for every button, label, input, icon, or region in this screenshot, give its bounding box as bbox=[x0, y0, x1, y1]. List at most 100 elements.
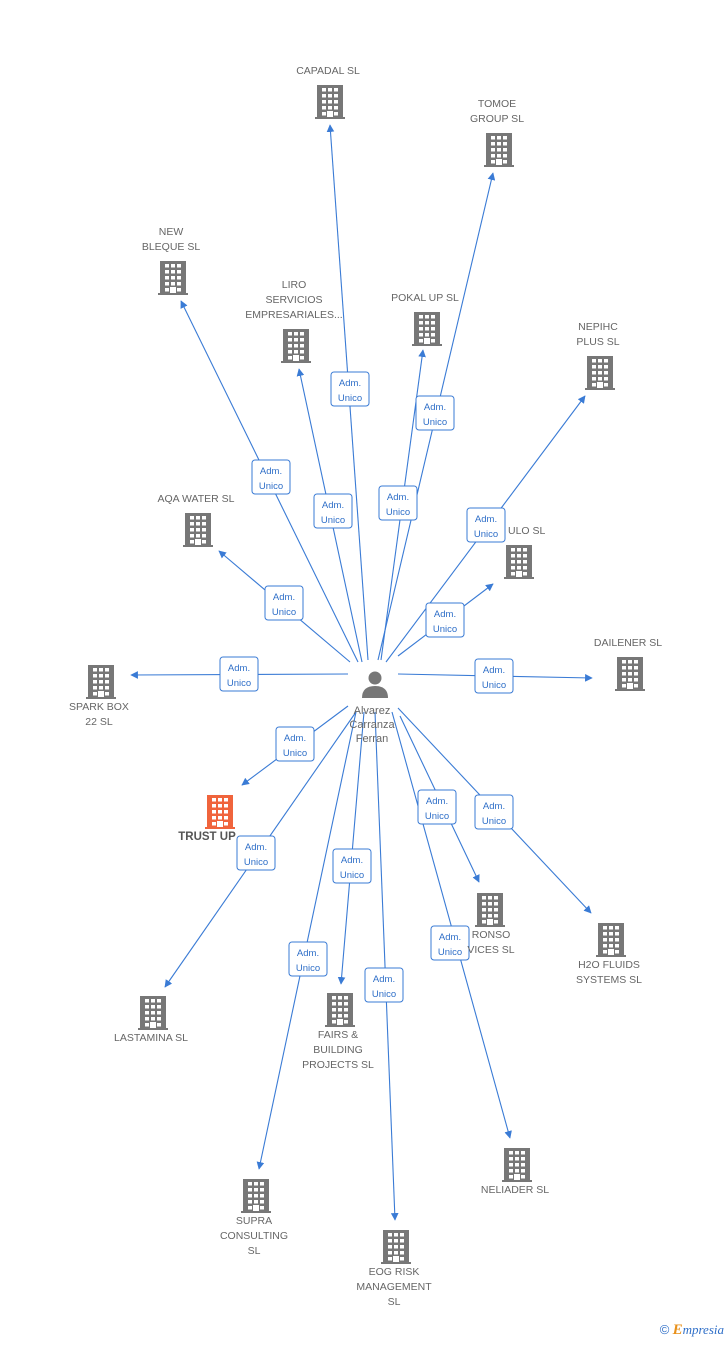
company-node-nepihc[interactable]: NEPIHC PLUS SL bbox=[576, 321, 620, 390]
company-label-line: TOMOE bbox=[478, 98, 516, 110]
company-label-line: VICES SL bbox=[467, 944, 514, 956]
role-line-2: Unico bbox=[244, 857, 268, 868]
role-line-2: Unico bbox=[372, 989, 396, 1000]
company-label-line: NEPIHC bbox=[578, 321, 618, 333]
company-node-ulo[interactable]: ULO SL bbox=[504, 525, 546, 579]
company-label-line: CONSULTING bbox=[220, 1230, 288, 1242]
role-line-2: Unico bbox=[433, 624, 457, 635]
company-node-lastamina[interactable]: LASTAMINA SL bbox=[114, 996, 188, 1044]
role-line-1: Adm. bbox=[439, 932, 461, 943]
role-badge-new-bleque[interactable]: Adm.Unico bbox=[251, 459, 291, 495]
role-badge-dailener[interactable]: Adm.Unico bbox=[474, 658, 514, 694]
company-node-pokal-up[interactable]: POKAL UP SL bbox=[391, 292, 459, 346]
company-label-line: AQA WATER SL bbox=[157, 493, 234, 505]
edge-eog-risk bbox=[374, 711, 399, 1221]
role-line-1: Adm. bbox=[426, 796, 448, 807]
company-label-line: NEW bbox=[159, 226, 184, 238]
role-line-1: Adm. bbox=[260, 466, 282, 477]
company-label-line: PLUS SL bbox=[576, 336, 619, 348]
company-label-line: SL bbox=[248, 1245, 261, 1257]
company-label-line: 22 SL bbox=[85, 716, 113, 728]
role-line-1: Adm. bbox=[434, 609, 456, 620]
building-icon bbox=[281, 329, 311, 363]
company-node-spark-box[interactable]: SPARK BOX 22 SL bbox=[69, 665, 129, 728]
role-badge-liro[interactable]: Adm.Unico bbox=[313, 493, 353, 529]
role-line-2: Unico bbox=[423, 417, 447, 428]
company-label-line: SERVICIOS bbox=[266, 294, 323, 306]
company-label-line: BUILDING bbox=[313, 1044, 363, 1056]
building-icon bbox=[315, 85, 345, 119]
role-line-2: Unico bbox=[425, 811, 449, 822]
company-node-tomoe[interactable]: TOMOE GROUP SL bbox=[470, 98, 524, 167]
role-badge-h2o-fluids[interactable]: Adm. Unico bbox=[474, 794, 514, 830]
company-node-liro[interactable]: LIROSERVICIOSEMPRESARIALES... bbox=[245, 279, 343, 363]
role-line-2: Unico bbox=[482, 816, 506, 827]
company-label-line: NELIADER SL bbox=[481, 1184, 549, 1196]
company-label-line: SPARK BOX bbox=[69, 701, 129, 713]
role-line-1: Adm. bbox=[387, 492, 409, 503]
company-label-line: EMPRESARIALES... bbox=[245, 309, 342, 321]
company-label-line: RONSO bbox=[472, 929, 511, 941]
company-label-line: ULO SL bbox=[508, 525, 546, 537]
role-badge-neliader[interactable]: Adm. Unico bbox=[430, 925, 470, 961]
company-node-trust-up[interactable]: TRUST UP bbox=[178, 795, 236, 843]
role-line-1: Adm. bbox=[483, 801, 505, 812]
role-badge-tomoe[interactable]: Adm. Unico bbox=[415, 395, 455, 431]
role-badge-nepihc[interactable]: Adm.Unico bbox=[466, 507, 506, 543]
company-label-line: MANAGEMENT bbox=[356, 1281, 432, 1293]
company-label-line: POKAL UP SL bbox=[391, 292, 459, 304]
edge-fairs-building bbox=[337, 711, 365, 985]
role-line-1: Adm. bbox=[245, 842, 267, 853]
company-label-line: GROUP SL bbox=[470, 113, 524, 125]
building-icon bbox=[86, 665, 116, 699]
role-badge-ulo[interactable]: Adm. Unico bbox=[425, 602, 465, 638]
role-line-2: Unico bbox=[321, 515, 345, 526]
company-label-line: LASTAMINA SL bbox=[114, 1032, 188, 1044]
building-icon bbox=[502, 1148, 532, 1182]
role-badge-eog-risk[interactable]: Adm.Unico bbox=[364, 967, 404, 1003]
role-badge-trust-up[interactable]: Adm.Unico bbox=[275, 726, 315, 762]
role-line-1: Adm. bbox=[284, 733, 306, 744]
person-name-line: Alvarez bbox=[354, 705, 391, 717]
role-line-2: Unico bbox=[227, 678, 251, 689]
role-line-2: Unico bbox=[386, 507, 410, 518]
brand-name: mpresia bbox=[682, 1322, 724, 1337]
building-icon bbox=[585, 356, 615, 390]
role-line-1: Adm. bbox=[424, 402, 446, 413]
role-badge-capadal[interactable]: Adm.Unico bbox=[330, 371, 370, 407]
company-node-ronso[interactable]: RONSO VICES SL bbox=[467, 893, 515, 956]
role-line-1: Adm. bbox=[228, 663, 250, 674]
company-label-line: CAPADAL SL bbox=[296, 65, 360, 77]
company-label-line: TRUST UP bbox=[178, 831, 236, 843]
company-node-dailener[interactable]: DAILENER SL bbox=[594, 637, 662, 691]
role-badge-spark-box[interactable]: Adm. Unico bbox=[219, 656, 259, 692]
company-label-line: EOG RISK bbox=[369, 1266, 420, 1278]
role-badge-lastamina[interactable]: Adm. Unico bbox=[236, 835, 276, 871]
edge-supra bbox=[256, 711, 357, 1170]
role-line-2: Unico bbox=[438, 947, 462, 958]
company-node-aqa-water[interactable]: AQA WATER SL bbox=[157, 493, 235, 547]
company-label-line: FAIRS & bbox=[318, 1029, 358, 1041]
company-node-neliader[interactable]: NELIADER SL bbox=[481, 1148, 549, 1196]
role-badge-aqa-water[interactable]: Adm.Unico bbox=[264, 585, 304, 621]
building-icon bbox=[381, 1230, 411, 1264]
role-line-1: Adm. bbox=[273, 592, 295, 603]
role-badge-pokal-up[interactable]: Adm. Unico bbox=[378, 485, 418, 521]
role-line-1: Adm. bbox=[297, 948, 319, 959]
company-node-capadal[interactable]: CAPADAL SL bbox=[296, 65, 360, 119]
building-icon bbox=[241, 1179, 271, 1213]
role-badge-supra[interactable]: Adm.Unico bbox=[288, 941, 328, 977]
empresia-watermark: © Empresia bbox=[660, 1322, 724, 1339]
copyright-symbol: © bbox=[659, 1322, 670, 1337]
role-badge-ronso[interactable]: Adm. Unico bbox=[417, 789, 457, 825]
brand-initial: E bbox=[672, 1322, 683, 1338]
role-badge-fairs-building[interactable]: Adm.Unico bbox=[332, 848, 372, 884]
building-icon bbox=[596, 923, 626, 957]
